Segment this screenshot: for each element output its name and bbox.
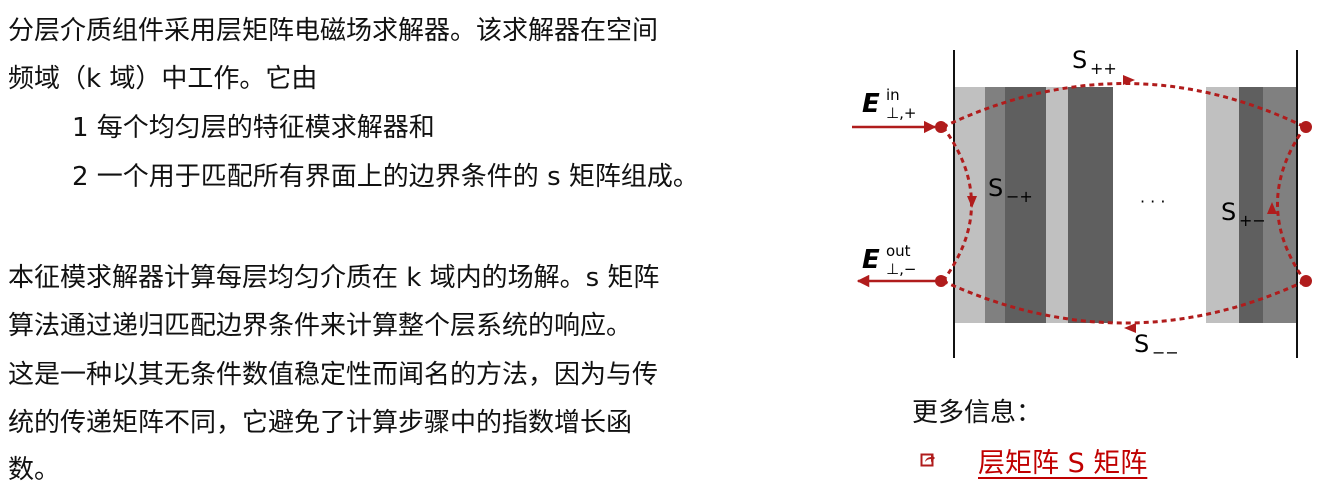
arrow-left-icon [1124,323,1136,333]
layer [954,87,985,323]
arrow-down-icon [967,196,977,208]
layer-stack [954,87,1297,323]
layer [1263,87,1297,323]
text-line: 这是一种以其无条件数值稳定性而闻名的方法，因为与传 [8,360,659,390]
e-in-sup: in [886,86,900,104]
s-pm-sub: +− [1239,211,1266,230]
external-link-icon[interactable] [920,451,936,467]
s-mp-sub: −+ [1006,187,1033,206]
e-in-sub: ⊥,+ [886,104,916,122]
e-out-label: E [862,245,880,275]
layer [1046,87,1068,323]
layer [1005,87,1046,323]
e-out-sup: out [886,242,911,260]
list-item: 2 一个用于匹配所有界面上的边界条件的 s 矩阵组成。 [72,162,699,192]
text-line: 分层介质组件采用层矩阵电磁场求解器。该求解器在空间 [8,16,659,46]
port-dot [1300,275,1312,287]
layer [985,87,1005,323]
s-pp-sub: ++ [1090,59,1117,78]
arrow-right-icon [1123,75,1135,85]
s-pm-label: S [1221,198,1236,226]
text-line: 数。 [8,455,61,485]
port-dot [935,121,947,133]
s-mm-label: S [1134,330,1149,358]
s-pm-path [1276,126,1307,282]
text-line: 统的传递矩阵不同，它避免了计算步骤中的指数增长函 [8,408,633,438]
arrow-up-icon [1267,202,1277,214]
text-line: 本征模求解器计算每层均匀介质在 k 域内的场解。s 矩阵 [8,263,660,293]
layer [1068,87,1113,323]
layer [1206,87,1239,323]
list-item: 1 每个均匀层的特征模求解器和 [72,113,435,143]
port-dot [935,275,947,287]
text-line: 算法通过递归匹配边界条件来计算整个层系统的响应。 [8,311,633,341]
s-pp-label: S [1072,46,1087,74]
e-in-label: E [862,89,880,119]
layer [1239,87,1263,323]
s-mp-label: S [988,174,1003,202]
ellipsis: · · · [1140,192,1165,211]
s-mm-sub: −− [1152,343,1179,362]
layer-matrix-s-matrix-link[interactable]: 层矩阵 S 矩阵 [978,448,1148,479]
e-out-sub: ⊥,− [886,260,916,278]
text-line: 频域（k 域）中工作。它由 [8,64,318,94]
more-info-label: 更多信息： [912,398,1043,428]
port-dot [1300,121,1312,133]
